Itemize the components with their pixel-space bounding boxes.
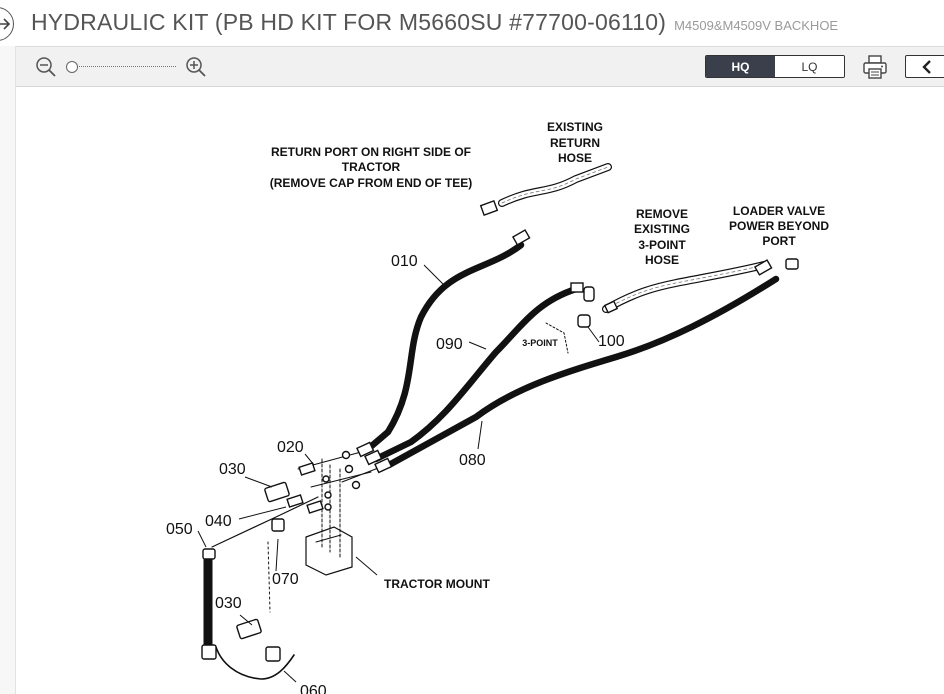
tractor-mount-label: TRACTOR MOUNT — [384, 577, 490, 591]
remove-existing-label-line1: REMOVE — [636, 207, 688, 221]
part-label-030-lower: 030 — [215, 595, 242, 612]
zoom-slider-thumb[interactable] — [66, 61, 78, 73]
loader-valve-label-line2: POWER BEYOND — [729, 219, 829, 233]
left-panel-edge — [0, 46, 16, 694]
back-button[interactable] — [905, 55, 944, 78]
zoom-out-button[interactable] — [35, 56, 57, 78]
print-button[interactable] — [862, 54, 888, 80]
existing-return-label-line3: HOSE — [558, 151, 592, 165]
remove-existing-label-line4: HOSE — [645, 253, 679, 267]
page-title: HYDRAULIC KIT (PB HD KIT FOR M5660SU #77… — [31, 9, 838, 36]
remove-existing-label-line3: 3-POINT — [638, 238, 686, 252]
loader-valve-label-line3: PORT — [762, 234, 796, 248]
remove-existing-label-line2: EXISTING — [634, 222, 690, 236]
arrow-right-icon — [0, 18, 11, 30]
hq-button[interactable]: HQ — [706, 56, 775, 77]
navigate-arrow-button[interactable] — [0, 7, 14, 41]
quality-toggle: HQ LQ — [705, 55, 845, 78]
loader-valve-label-line1: LOADER VALVE — [733, 204, 825, 218]
part-label-030-upper: 030 — [219, 461, 246, 478]
title-text: HYDRAULIC KIT (PB HD KIT FOR M5660SU #77… — [31, 9, 667, 35]
return-port-label-line3: (REMOVE CAP FROM END OF TEE) — [270, 176, 472, 190]
part-label-070: 070 — [272, 571, 299, 588]
existing-return-label-line2: RETURN — [550, 136, 600, 150]
three-point-label: 3-POINT — [522, 338, 558, 348]
page-subtitle: M4509&M4509V BACKHOE — [674, 18, 839, 33]
part-label-100: 100 — [598, 333, 625, 350]
zoom-in-icon — [186, 57, 206, 77]
part-label-060: 060 — [300, 683, 327, 694]
part-label-050: 050 — [166, 521, 193, 538]
header: HYDRAULIC KIT (PB HD KIT FOR M5660SU #77… — [0, 0, 944, 46]
zoom-out-icon — [36, 57, 56, 77]
existing-return-label-line1: EXISTING — [547, 120, 603, 134]
return-port-label-line2: TRACTOR — [342, 160, 401, 174]
lq-button[interactable]: LQ — [775, 56, 844, 77]
return-port-label-line1: RETURN PORT ON RIGHT SIDE OF — [271, 145, 471, 159]
part-label-080: 080 — [459, 452, 486, 469]
chevron-left-icon — [922, 60, 931, 74]
part-label-020: 020 — [277, 439, 304, 456]
part-label-010: 010 — [391, 253, 418, 270]
printer-icon — [863, 55, 887, 79]
part-label-040: 040 — [205, 513, 232, 530]
part-label-090: 090 — [436, 336, 463, 353]
zoom-slider-track — [70, 66, 176, 67]
viewer-toolbar: HQ LQ — [16, 46, 944, 87]
zoom-in-button[interactable] — [185, 56, 207, 78]
hydraulic-kit-diagram: RETURN PORT ON RIGHT SIDE OF TRACTOR (RE… — [166, 120, 829, 694]
zoom-slider[interactable] — [66, 61, 178, 73]
